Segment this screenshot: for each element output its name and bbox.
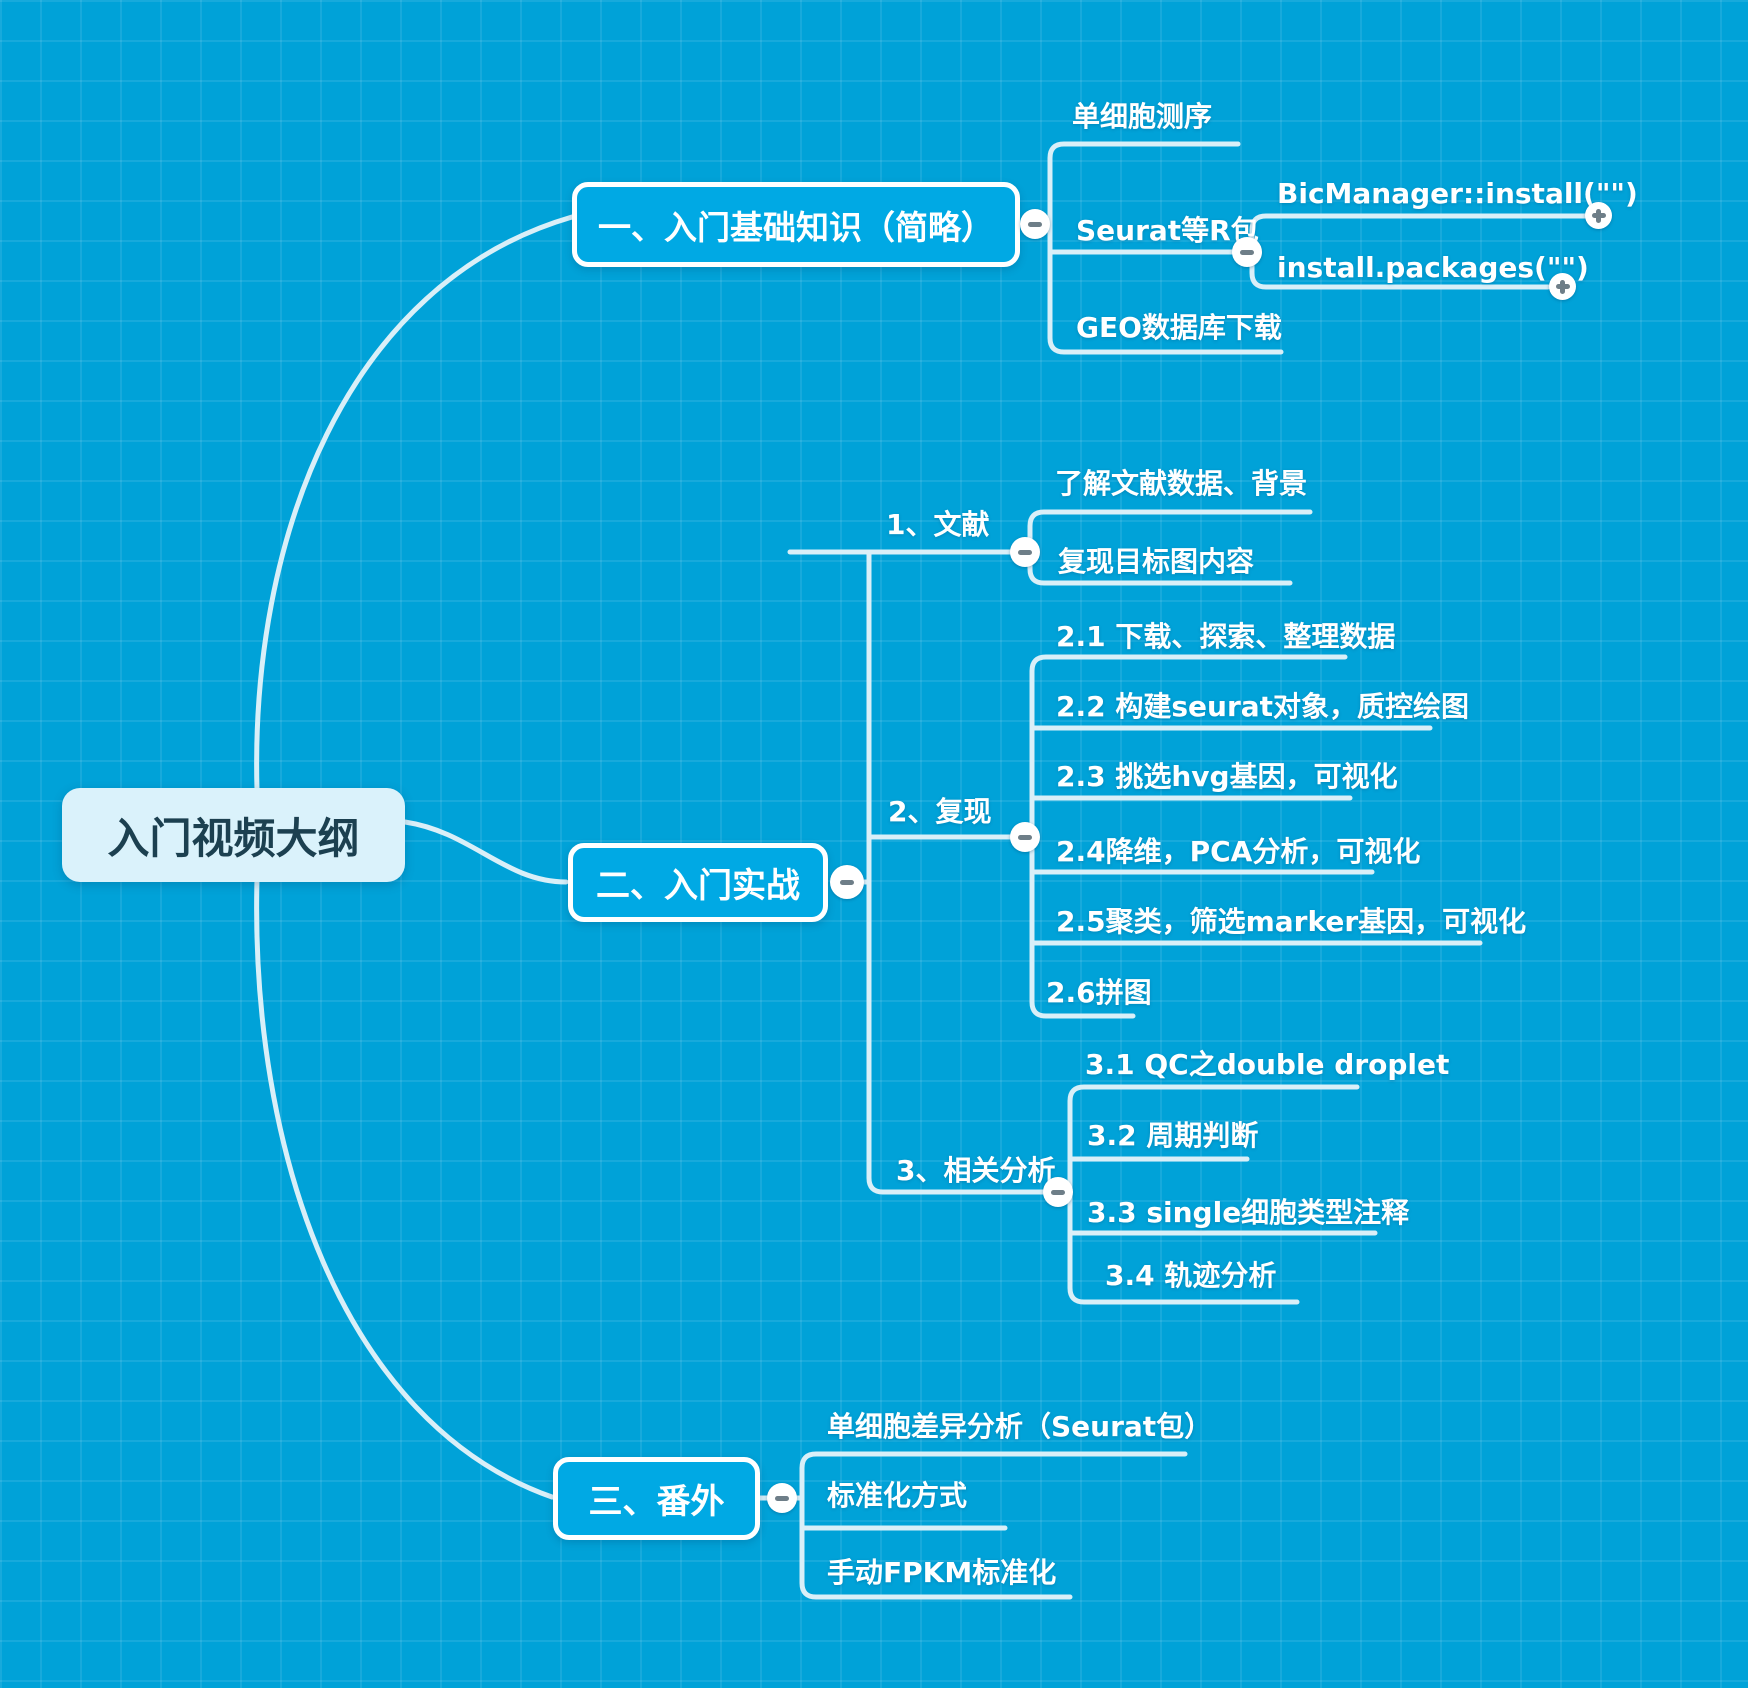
branch3-topic[interactable]: 三、番外 [553,1457,760,1540]
topic-3-4[interactable]: 3.4 轨迹分析 [1105,1259,1277,1292]
expand-button-bicmanager[interactable] [1585,202,1612,229]
connector-root-branch3 [254,876,555,1500]
topic-install-packages[interactable]: install.packages("") [1277,251,1589,284]
topic-danxibao-chayi[interactable]: 单细胞差异分析（Seurat包） [827,1410,1213,1443]
topic-2-2[interactable]: 2.2 构建seurat对象，质控绘图 [1056,690,1470,723]
topic-2-6[interactable]: 2.6拼图 [1046,976,1152,1009]
connector-root-branch2 [402,819,569,885]
topic-2-5[interactable]: 2.5聚类，筛选marker基因，可视化 [1056,905,1527,938]
topic-3-1[interactable]: 3.1 QC之double droplet [1085,1048,1450,1081]
minus-icon [1028,221,1042,227]
collapse-button-wenxian[interactable] [1010,537,1040,567]
topic-3-xiangguanfenxi[interactable]: 3、相关分析 [896,1154,1056,1187]
root-topic-label: 入门视频大纲 [107,813,360,863]
topic-2-fuxian[interactable]: 2、复现 [888,795,992,828]
trunk-branch2 [866,549,886,1195]
topic-seurat-rpackage[interactable]: Seurat等R包 [1076,214,1259,247]
collapse-button-branch2[interactable] [830,865,864,899]
topic-biaozhunhua[interactable]: 标准化方式 [827,1479,968,1512]
branch3-topic-label: 三、番外 [588,1482,725,1522]
minus-icon [1051,1189,1065,1195]
topic-2-3[interactable]: 2.3 挑选hvg基因，可视化 [1056,760,1398,793]
collapse-button-branch3[interactable] [767,1483,797,1513]
topic-fuxian-mubiaotu[interactable]: 复现目标图内容 [1058,545,1255,578]
collapse-button-branch1[interactable] [1020,209,1050,239]
topic-geo-download[interactable]: GEO数据库下载 [1076,311,1282,344]
topic-1-wenxian[interactable]: 1、文献 [886,508,990,541]
topic-liaojie-wenxian[interactable]: 了解文献数据、背景 [1055,467,1308,500]
topic-3-3[interactable]: 3.3 single细胞类型注释 [1087,1196,1410,1229]
root-topic[interactable]: 入门视频大纲 [62,788,405,882]
collapse-button-fenxi[interactable] [1043,1177,1073,1207]
collapse-button-seurat[interactable] [1232,237,1262,267]
topic-2-4[interactable]: 2.4降维，PCA分析，可视化 [1056,835,1421,868]
minus-icon [1018,834,1032,840]
topic-2-1[interactable]: 2.1 下载、探索、整理数据 [1056,620,1396,653]
branch1-topic[interactable]: 一、入门基础知识（简略） [572,182,1020,267]
expand-button-install-packages[interactable] [1549,273,1576,300]
minus-icon [1240,249,1254,255]
topic-fpkm[interactable]: 手动FPKM标准化 [827,1556,1057,1589]
connector-root-branch1 [254,214,575,793]
branch2-topic-label: 二、入门实战 [596,866,800,906]
topic-3-2[interactable]: 3.2 周期判断 [1087,1119,1259,1152]
minus-icon [1018,549,1032,555]
topic-bicmanager-install[interactable]: BicManager::install("") [1277,177,1638,210]
collapse-button-fuxian[interactable] [1010,822,1040,852]
minus-icon [775,1495,789,1501]
branch1-topic-label: 一、入门基础知识（简略） [598,207,994,247]
topic-danxibao-cexu[interactable]: 单细胞测序 [1072,100,1213,133]
branch2-topic[interactable]: 二、入门实战 [568,843,828,922]
minus-icon [840,879,854,885]
